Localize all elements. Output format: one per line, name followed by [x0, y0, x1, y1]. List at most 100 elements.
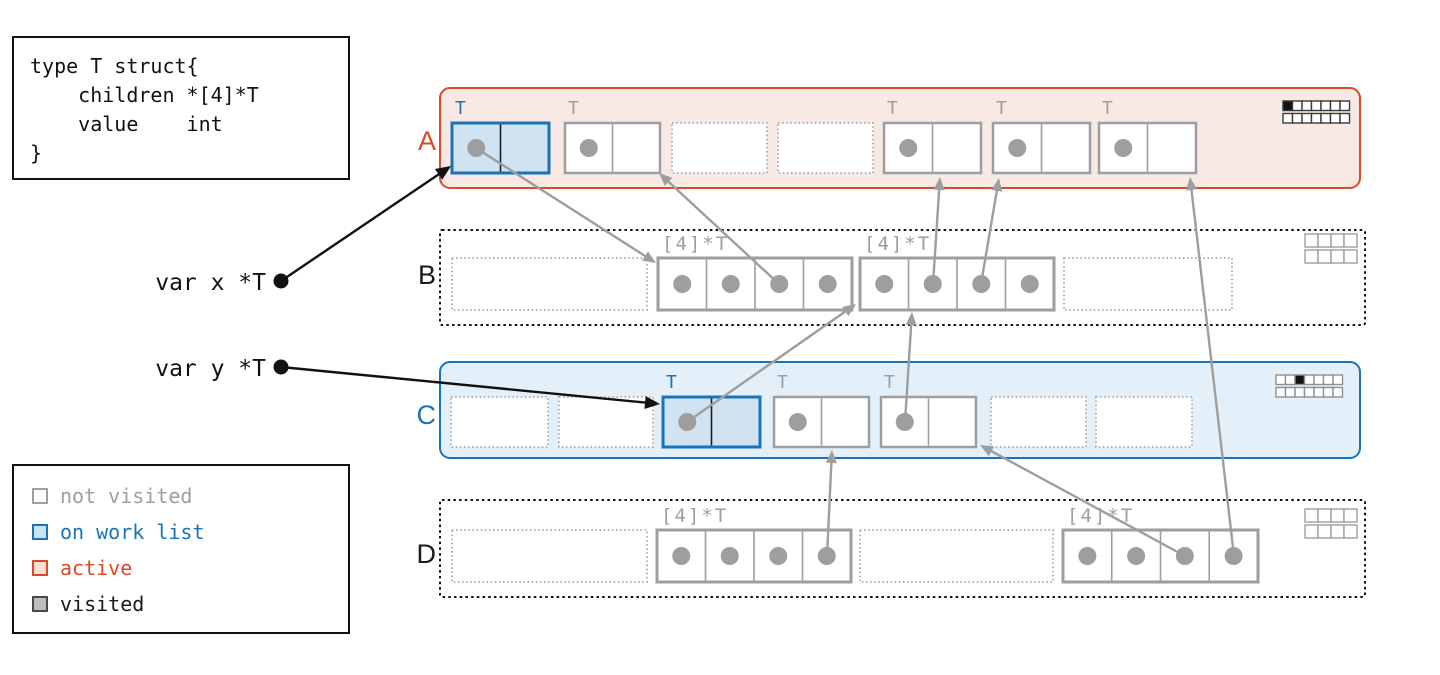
bitmap-cell: [1317, 508, 1332, 523]
bitmap-cell: [1304, 233, 1319, 248]
object-type-label: T: [884, 372, 895, 393]
pointer-arrow: [979, 187, 999, 285]
bitmap-cell: [1343, 508, 1358, 523]
var-y-label: var y *T: [155, 356, 266, 382]
span-label-d: D: [417, 539, 437, 569]
pointer-dot: [1078, 547, 1097, 565]
pointer-dot: [672, 547, 691, 565]
object-type-label: [4]*T: [864, 233, 931, 255]
pointer-dot: [818, 275, 837, 293]
root-pointer-arrow-x-head: [434, 166, 451, 180]
pointer-dot: [875, 275, 894, 293]
pointer-dot: [923, 275, 942, 293]
bitmap-cell: [1284, 374, 1296, 386]
pointer-arrow-head: [642, 251, 656, 263]
mark-bitmap-c: [1275, 374, 1344, 398]
legend-swatch: [32, 488, 48, 504]
bitmap-cell: [1294, 374, 1306, 386]
legend-item-on-work-list: on work list: [32, 520, 332, 544]
pointer-dot: [1114, 139, 1133, 157]
pointer-dot: [720, 547, 739, 565]
bitmap-cell: [1343, 249, 1358, 264]
var-x: var x *T: [155, 270, 289, 296]
root-pointer-arrow-x: [280, 171, 442, 282]
object-type-label: T: [887, 98, 898, 119]
pointer-arrow: [988, 448, 1186, 558]
bitmap-cell: [1304, 524, 1319, 539]
pointer-arrow-head: [991, 178, 1003, 192]
pointer-arrow: [475, 146, 649, 259]
object-type-label: T: [996, 98, 1007, 119]
bitmap-cell: [1330, 524, 1345, 539]
bitmap-cell: [1320, 112, 1332, 124]
pointer-dot: [673, 275, 692, 293]
object-type-label: T: [455, 98, 466, 119]
bitmap-cell: [1310, 112, 1322, 124]
free-slot: [671, 122, 768, 174]
bitmap-cell: [1320, 100, 1332, 112]
bitmap-cell: [1310, 100, 1322, 112]
bitmap-cell: [1282, 100, 1294, 112]
object-type-label: T: [666, 372, 677, 393]
pointer-arrow-head: [842, 304, 856, 316]
bitmap-cell: [1282, 112, 1294, 124]
bitmap-cell: [1304, 249, 1319, 264]
legend-label: not visited: [60, 484, 193, 508]
legend-item-not-visited: not visited: [32, 484, 332, 508]
bitmap-cell: [1313, 386, 1325, 398]
bitmap-cell: [1329, 112, 1341, 124]
pointer-dot: [721, 275, 740, 293]
bitmap-cell: [1294, 386, 1306, 398]
bitmap-cell: [1275, 374, 1287, 386]
bitmap-cell: [1317, 233, 1332, 248]
pointer-dot: [788, 413, 807, 431]
bitmap-cell: [1284, 386, 1296, 398]
span-label-a: A: [418, 126, 436, 156]
object-type-label: T: [1102, 98, 1113, 119]
pointer-dot: [817, 547, 836, 565]
free-slot: [558, 396, 654, 448]
bitmap-cell: [1301, 112, 1313, 124]
bitmap-cell: [1303, 386, 1315, 398]
mark-bitmap-d: [1304, 508, 1358, 539]
pointer-dot: [1020, 275, 1039, 293]
free-slot: [990, 396, 1087, 448]
pointer-dot: [769, 547, 788, 565]
free-slot: [1063, 257, 1233, 311]
bitmap-cell: [1330, 233, 1345, 248]
object-type-label: [4]*T: [1067, 505, 1134, 527]
pointer-arrow: [1189, 186, 1236, 557]
pointer-arrow-head: [980, 445, 995, 457]
bitmap-cell: [1339, 100, 1351, 112]
mark-bitmap-b: [1304, 233, 1358, 264]
type-definition-box: type T struct{ children *[4]*T value int…: [12, 36, 350, 180]
pointer-dot: [579, 139, 598, 157]
bitmap-cell: [1291, 112, 1303, 124]
bitmap-cell: [1330, 508, 1345, 523]
pointer-arrow-head: [659, 173, 673, 186]
pointer-dot: [899, 139, 918, 157]
bitmap-cell: [1291, 100, 1303, 112]
free-slot: [859, 529, 1054, 583]
free-slot: [450, 396, 549, 448]
free-slot: [451, 529, 648, 583]
bitmap-cell: [1329, 100, 1341, 112]
pointer-arrow: [903, 321, 913, 423]
bitmap-cell: [1317, 524, 1332, 539]
legend-swatch: [32, 560, 48, 576]
pointer-dot: [895, 413, 914, 431]
bitmap-cell: [1343, 233, 1358, 248]
bitmap-cell: [1339, 112, 1351, 124]
pointer-arrow-head: [1186, 177, 1197, 191]
pointer-dot: [1127, 547, 1146, 565]
pointer-dot: [1008, 139, 1027, 157]
root-pointer-arrow-y-head: [644, 396, 660, 410]
root-pointer-arrow-y: [280, 365, 649, 405]
heap-span-b: B[4]*T[4]*T: [418, 229, 1366, 326]
free-slot: [777, 122, 874, 174]
bitmap-cell: [1322, 386, 1334, 398]
